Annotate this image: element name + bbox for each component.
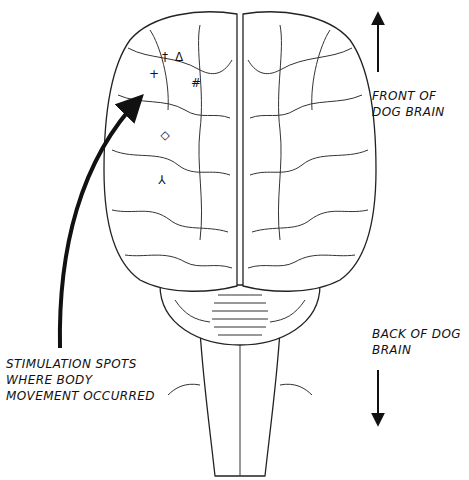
stimulation-mark: + — [149, 68, 159, 80]
direction-label: BACK OF DOG BRAIN — [372, 326, 462, 358]
cerebellum — [160, 285, 320, 345]
brainstem-detail — [168, 295, 312, 476]
stimulation-mark: † — [162, 51, 168, 63]
brainstem — [200, 330, 280, 476]
front-arrow — [377, 14, 379, 72]
right-hemisphere — [243, 12, 376, 291]
sulci — [112, 25, 368, 268]
left-hemisphere — [104, 12, 237, 291]
stimulation-mark: # — [191, 77, 201, 89]
pointer-arrow — [60, 98, 140, 348]
stimulation-mark: ◇ — [160, 129, 169, 141]
stimulation-mark: ⅄ — [158, 174, 165, 186]
back-arrow — [377, 370, 379, 424]
stimulation-mark: Δ — [175, 51, 183, 63]
callout-label: STIMULATION SPOTS WHERE BODY MOVEMENT OC… — [6, 356, 166, 405]
direction-label: FRONT OF DOG BRAIN — [372, 88, 462, 120]
